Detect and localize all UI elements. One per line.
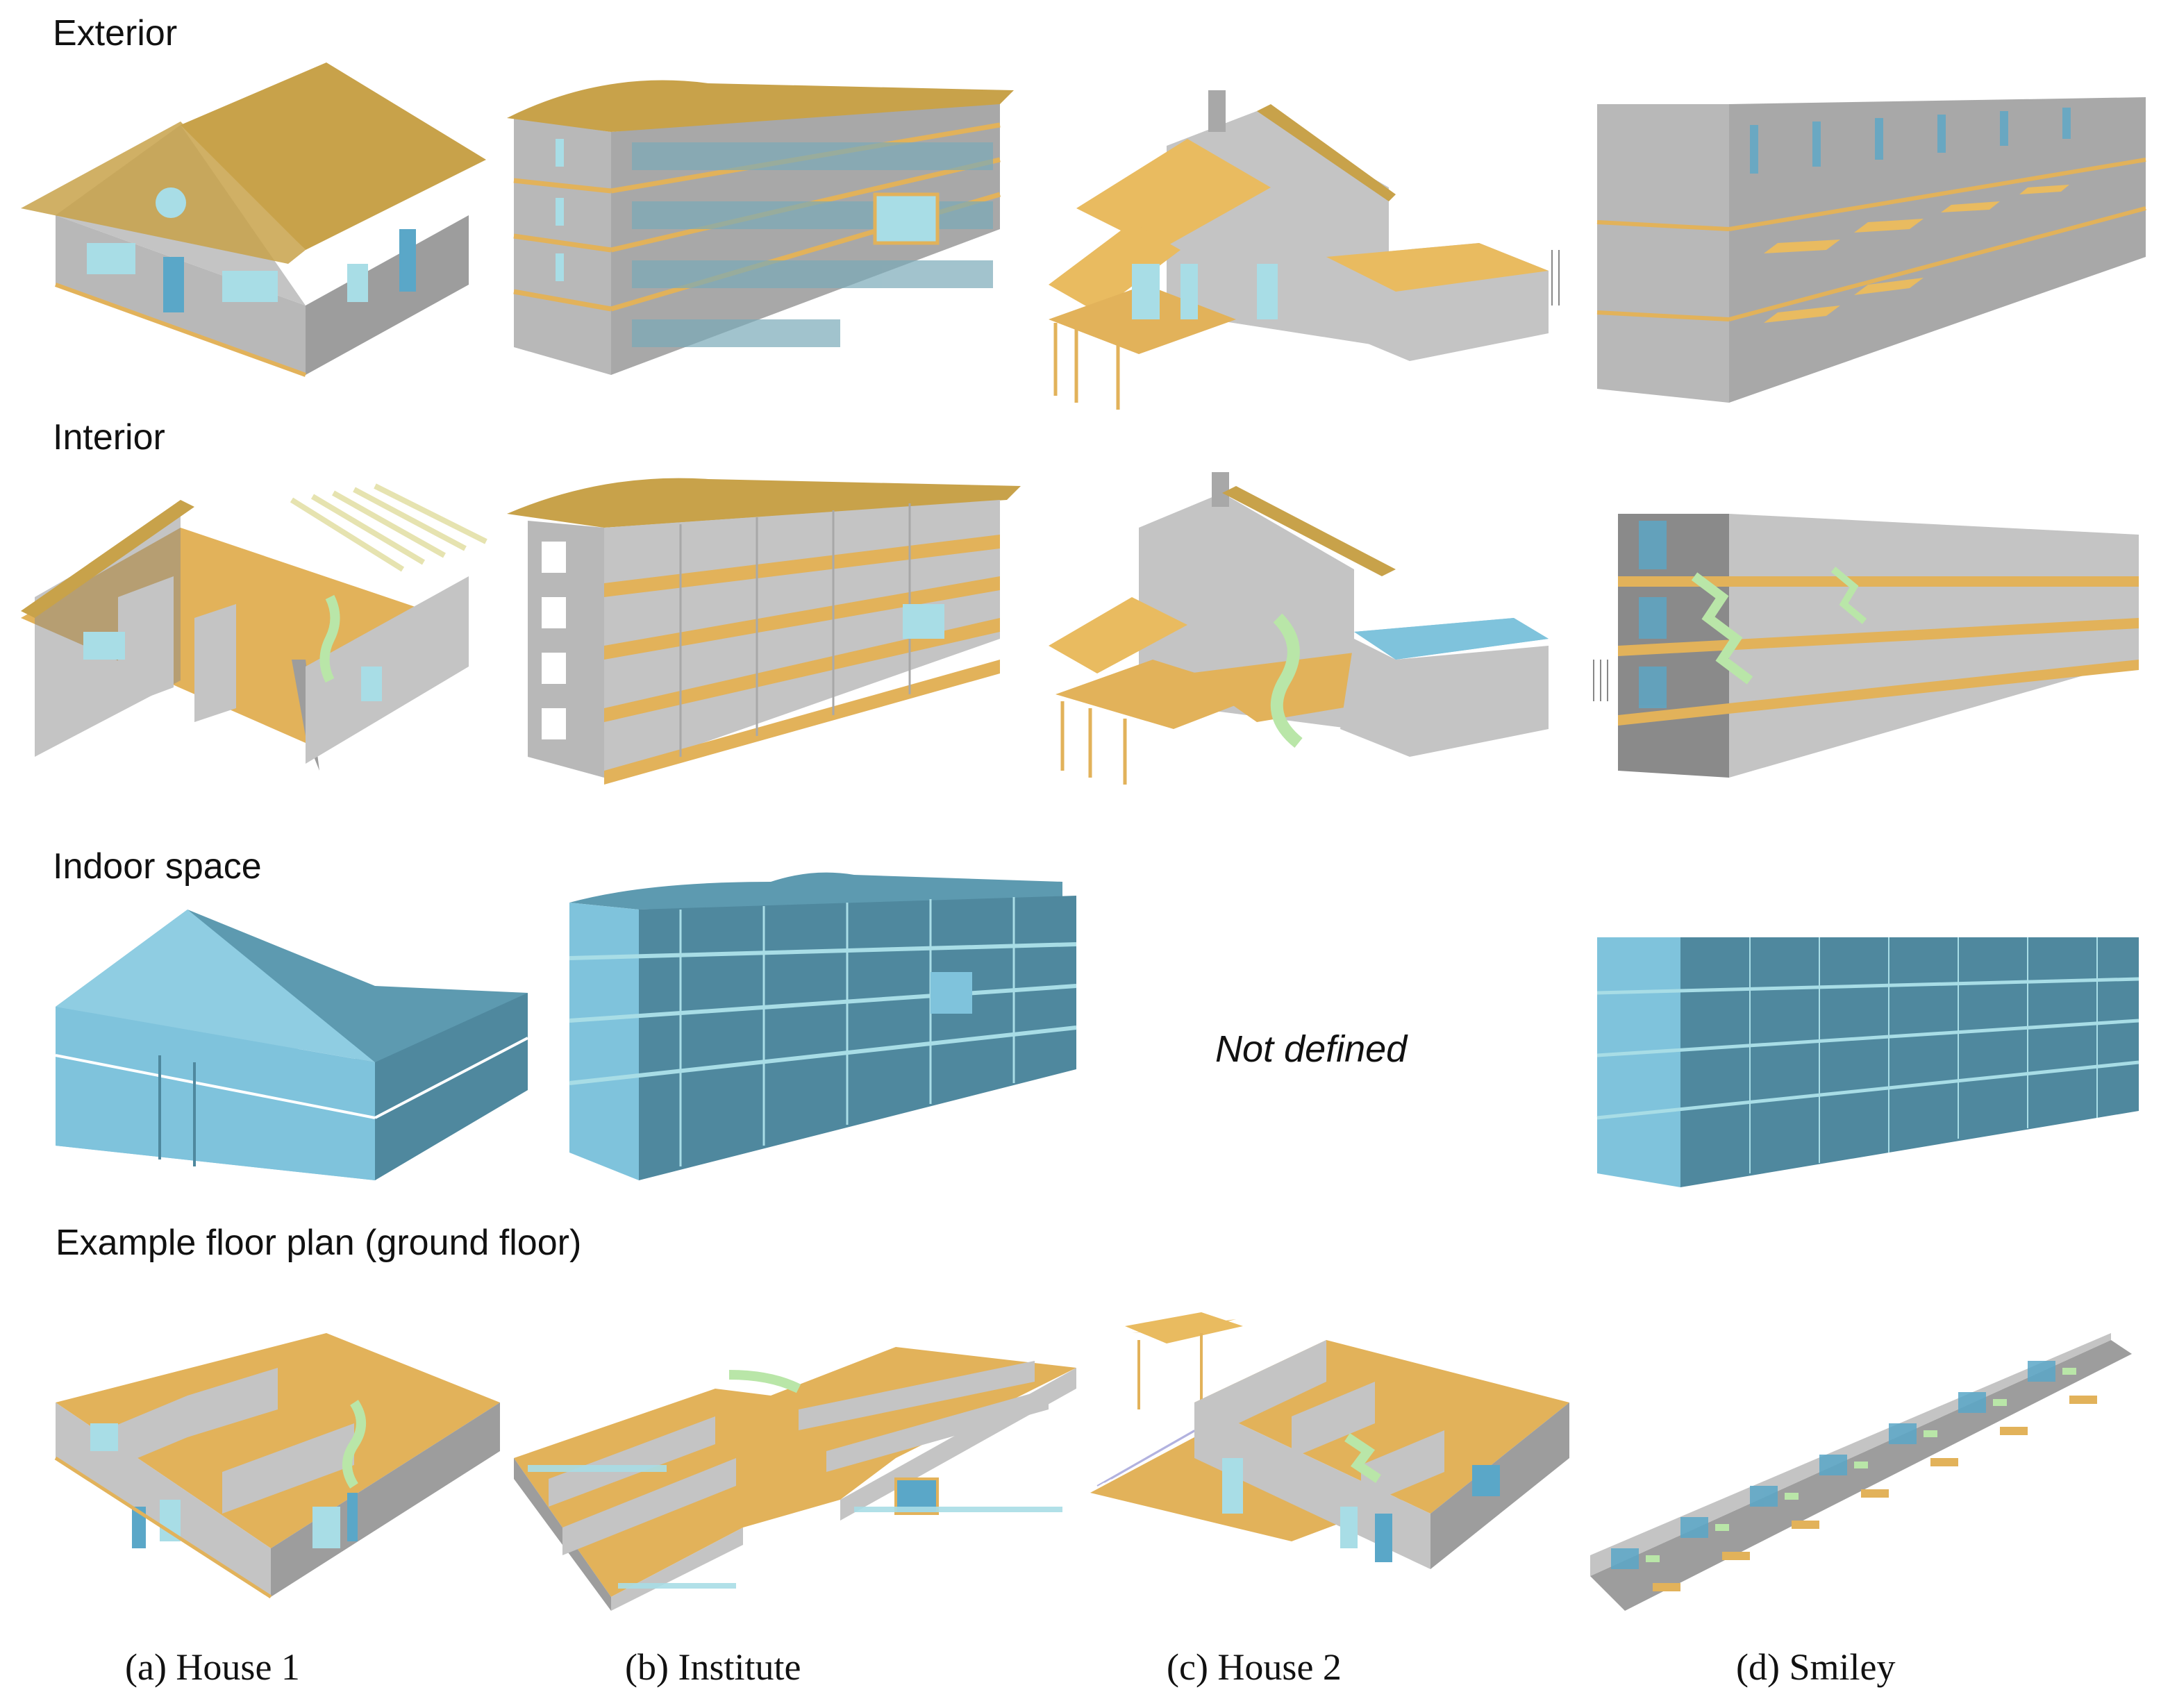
house1-floor-plan [49, 1319, 521, 1611]
house1-interior [14, 458, 500, 785]
not-defined-label: Not defined [1215, 1028, 1408, 1070]
smiley-indoor-space [1590, 930, 2146, 1194]
smiley-floor-plan [1583, 1326, 2146, 1618]
smiley-exterior [1590, 83, 2160, 410]
institute-floor-plan [507, 1305, 1083, 1611]
house1-exterior [14, 56, 500, 382]
row-label-exterior: Exterior [53, 13, 178, 53]
smiley-interior [1590, 500, 2160, 792]
caption-house-1: (a) House 1 [125, 1646, 300, 1688]
row-label-floor-plan: Example floor plan (ground floor) [56, 1223, 582, 1263]
institute-exterior [500, 56, 1028, 382]
caption-smiley: (d) Smiley [1736, 1646, 1896, 1688]
house2-floor-plan [1083, 1305, 1583, 1625]
row-label-interior: Interior [53, 417, 165, 458]
row-label-indoor-space: Indoor space [53, 846, 262, 887]
institute-interior [500, 458, 1035, 785]
house2-interior [1035, 465, 1562, 792]
caption-house-2: (c) House 2 [1167, 1646, 1342, 1688]
house2-exterior [1035, 83, 1562, 410]
house1-indoor-space [49, 896, 535, 1194]
caption-institute: (b) Institute [625, 1646, 801, 1688]
institute-indoor-space [562, 861, 1090, 1187]
